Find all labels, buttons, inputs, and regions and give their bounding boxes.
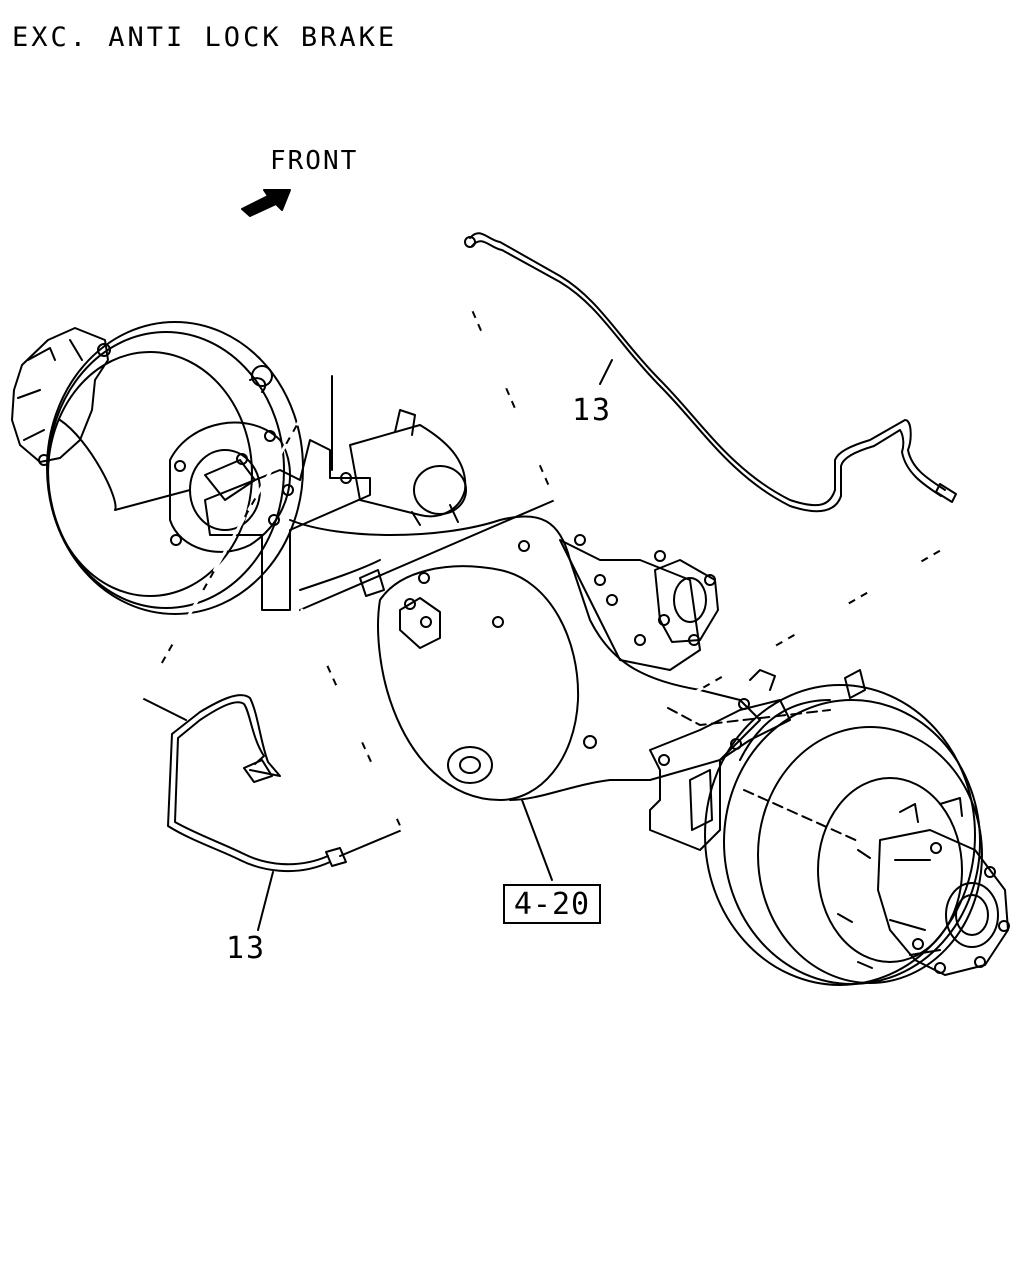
diagram-title: EXC. ANTI LOCK BRAKE <box>12 22 398 53</box>
brake-pipe-upper <box>465 233 956 511</box>
leader-lines-lower <box>142 372 402 930</box>
right-spring-seat-bracket <box>650 670 865 850</box>
leader-lines-upper <box>300 255 993 725</box>
front-direction-label: FRONT <box>270 146 359 176</box>
front-arrow-icon <box>242 190 290 216</box>
left-brake-backing-plate <box>170 423 370 610</box>
callout-brake-pipe-lower: 13 <box>226 931 267 966</box>
left-brake-chamber <box>350 410 466 525</box>
leader-line-ref <box>522 790 860 880</box>
right-wheel-hub <box>838 798 1009 975</box>
right-brake-drum <box>705 685 982 985</box>
axle-housing <box>290 516 760 800</box>
left-wheel-hub <box>12 328 110 465</box>
brake-pipe-lower <box>168 695 346 871</box>
differential-carrier <box>560 535 718 670</box>
reference-box[interactable]: 4-20 <box>503 884 601 924</box>
callout-brake-pipe-upper: 13 <box>572 393 613 428</box>
